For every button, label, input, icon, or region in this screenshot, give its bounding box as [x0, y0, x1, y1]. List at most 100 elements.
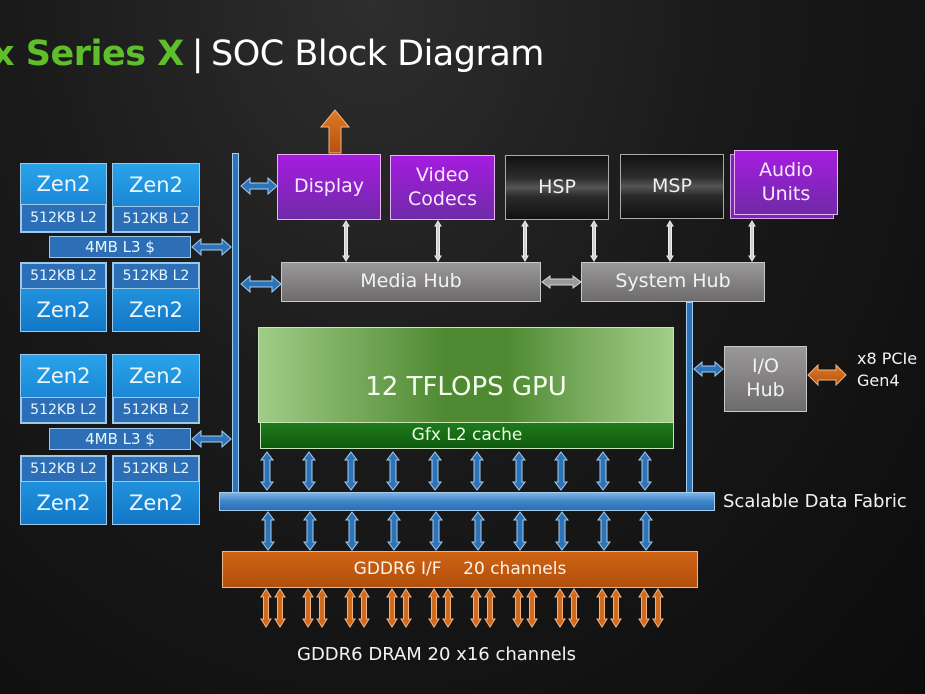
cpu-core: 512KB L2 Zen2	[20, 455, 107, 525]
gddr-dram-link-arrow	[470, 588, 482, 628]
gddr-dram-link-arrow	[316, 588, 328, 628]
fabric-gddr-link-arrow	[639, 511, 653, 551]
l3-cache: 4MB L3 $	[49, 236, 191, 258]
gddr-dram-link-arrow	[358, 588, 370, 628]
system-hub: System Hub	[581, 262, 765, 302]
dram-label: GDDR6 DRAM 20 x16 channels	[297, 644, 577, 665]
cpu-core: Zen2 512KB L2	[20, 163, 107, 233]
fabric-gddr-link-arrow	[555, 511, 569, 551]
l2-cache: 512KB L2	[113, 206, 199, 232]
gddr-dram-link-arrow	[260, 588, 272, 628]
l3-bus-arrow-1	[191, 237, 232, 257]
bus-io-hub-arrow	[693, 360, 724, 378]
core-label: Zen2	[129, 173, 183, 197]
core-label: Zen2	[129, 491, 183, 515]
gddr-dram-link-arrow	[484, 588, 496, 628]
cpu-core: 512KB L2 Zen2	[112, 262, 200, 332]
video-codecs-block: Video Codecs	[390, 155, 495, 220]
gpu-fabric-link-arrow	[512, 451, 526, 491]
gpu-block: 12 TFLOPS GPU	[258, 327, 674, 423]
fabric-gddr-link-arrow	[261, 511, 275, 551]
gddr-dram-link-arrow	[274, 588, 286, 628]
l2-cache: 512KB L2	[113, 263, 199, 289]
l2-cache: 512KB L2	[113, 397, 199, 423]
fabric-label: Scalable Data Fabric	[723, 491, 907, 512]
title-separator: |	[191, 34, 204, 74]
block-hub-link-arrow	[521, 220, 529, 262]
msp-block: MSP	[620, 154, 724, 219]
cpu-core: Zen2 512KB L2	[20, 354, 107, 424]
gddr-dram-link-arrow	[428, 588, 440, 628]
gpu-fabric-link-arrow	[302, 451, 316, 491]
display-output-arrow	[319, 109, 351, 154]
fabric-gddr-links	[261, 511, 653, 551]
title-main: SOC Block Diagram	[211, 34, 544, 74]
l2-cache: 512KB L2	[21, 263, 106, 289]
fabric-gddr-link-arrow	[429, 511, 443, 551]
gddr-dram-link-arrow	[386, 588, 398, 628]
l3-bus-arrow-2	[191, 429, 232, 449]
block-hub-link-arrow	[748, 220, 756, 262]
l2-cache: 512KB L2	[21, 456, 106, 482]
gddr-dram-link-arrow	[554, 588, 566, 628]
core-label: Zen2	[129, 364, 183, 388]
io-hub: I/O Hub	[724, 346, 807, 412]
media-system-hub-arrow	[541, 275, 582, 289]
gddr-dram-links	[260, 588, 664, 628]
fabric-gddr-link-arrow	[597, 511, 611, 551]
gddr-dram-link-arrow	[344, 588, 356, 628]
l3-cache: 4MB L3 $	[49, 428, 191, 450]
gddr-dram-link-arrow	[652, 588, 664, 628]
gpu-fabric-links	[260, 451, 652, 491]
fabric-gddr-link-arrow	[345, 511, 359, 551]
l2-cache: 512KB L2	[21, 397, 106, 423]
audio-units-block: Audio Units	[734, 150, 838, 215]
cpu-core: Zen2 512KB L2	[112, 163, 200, 233]
gddr-dram-link-arrow	[526, 588, 538, 628]
cpu-core: Zen2 512KB L2	[112, 354, 200, 424]
core-label: Zen2	[129, 298, 183, 322]
fabric-gddr-link-arrow	[471, 511, 485, 551]
bus-display-arrow	[240, 176, 278, 196]
gpu-fabric-link-arrow	[638, 451, 652, 491]
gddr-dram-link-arrow	[400, 588, 412, 628]
gpu-fabric-link-arrow	[428, 451, 442, 491]
block-hub-link-arrow	[342, 220, 350, 262]
l2-cache: 512KB L2	[21, 204, 106, 232]
gddr-dram-link-arrow	[596, 588, 608, 628]
page-title: x Series X|SOC Block Diagram	[0, 34, 544, 74]
gddr-dram-link-arrow	[442, 588, 454, 628]
bus-media-hub-arrow	[240, 274, 282, 294]
io-pcie-arrow	[807, 363, 847, 387]
cpu-core: 512KB L2 Zen2	[112, 455, 200, 525]
scalable-data-fabric	[219, 492, 715, 511]
gddr6-interface: GDDR6 I/F 20 channels	[222, 551, 698, 588]
title-brand: x Series X	[0, 34, 184, 74]
block-hub-link-arrow	[434, 220, 442, 262]
gddr-dram-link-arrow	[512, 588, 524, 628]
core-label: Zen2	[36, 298, 91, 322]
fabric-gddr-link-arrow	[303, 511, 317, 551]
core-label: Zen2	[36, 491, 91, 515]
gpu-fabric-link-arrow	[596, 451, 610, 491]
gpu-fabric-link-arrow	[260, 451, 274, 491]
gfx-l2-cache: Gfx L2 cache	[260, 422, 674, 449]
pcie-label: x8 PCIe Gen4	[857, 349, 918, 390]
cpu-core: 512KB L2 Zen2	[20, 262, 107, 332]
hsp-block: HSP	[505, 155, 609, 220]
core-label: Zen2	[36, 172, 91, 196]
block-hub-links	[342, 220, 756, 262]
block-hub-link-arrow	[590, 220, 598, 262]
gpu-fabric-link-arrow	[344, 451, 358, 491]
display-block: Display	[277, 154, 381, 220]
gddr-dram-link-arrow	[638, 588, 650, 628]
fabric-gddr-link-arrow	[513, 511, 527, 551]
fabric-gddr-link-arrow	[387, 511, 401, 551]
media-hub: Media Hub	[281, 262, 541, 302]
gpu-fabric-link-arrow	[470, 451, 484, 491]
gddr-dram-link-arrow	[302, 588, 314, 628]
l2-cache: 512KB L2	[113, 456, 199, 482]
gpu-fabric-link-arrow	[554, 451, 568, 491]
block-hub-link-arrow	[666, 220, 674, 262]
